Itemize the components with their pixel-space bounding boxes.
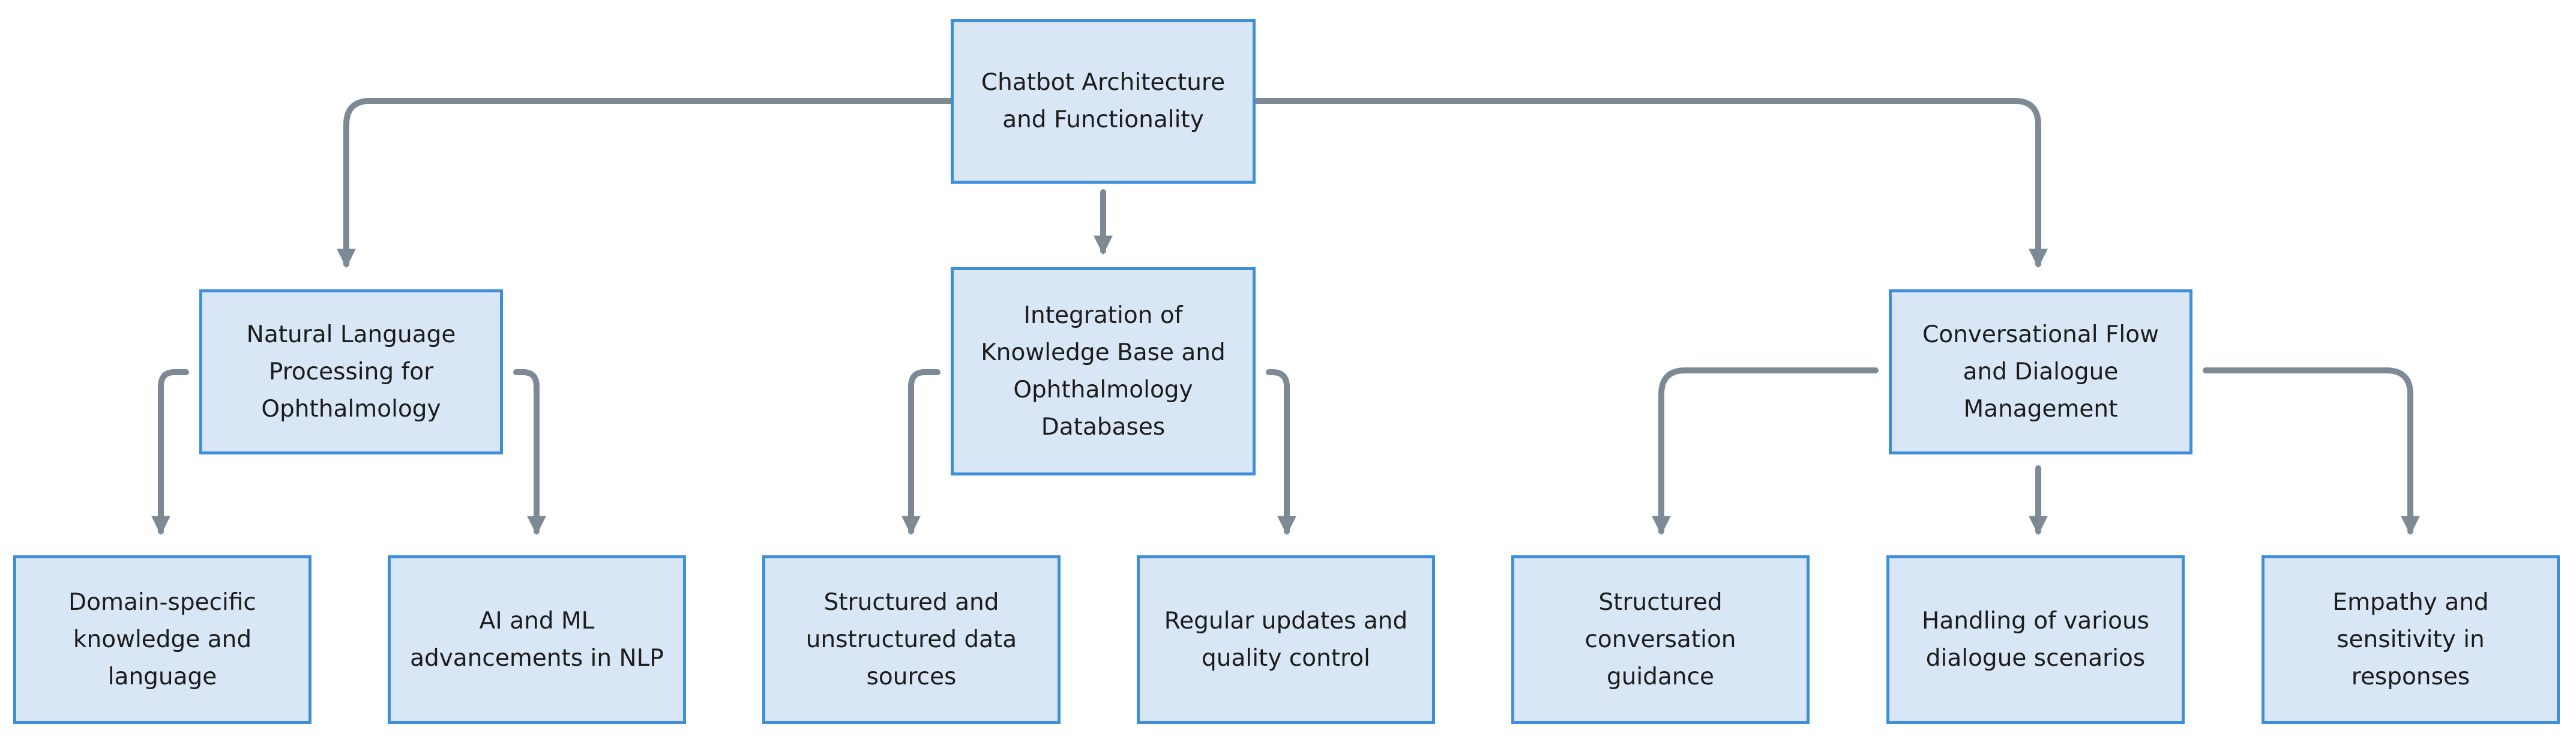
edge-kb-to-leaf-3 (901, 369, 940, 535)
leaf-node-domain-knowledge: Domain-specific knowledge and language (13, 555, 311, 724)
leaf-node-data-sources: Structured and unstructured data sources (762, 555, 1061, 724)
edge-conv-to-leaf-5 (1651, 367, 1879, 535)
branch-node-nlp: Natural Language Processing for Ophthalm… (199, 289, 503, 454)
edge-nlp-to-leaf-1 (151, 369, 189, 535)
edge-kb-to-leaf-4 (1266, 369, 1297, 535)
root-node: Chatbot Architecture and Functionality (951, 19, 1256, 184)
leaf-node-dialogue-scenarios: Handling of various dialogue scenarios (1886, 555, 2185, 724)
leaf-node-conversation-guidance: Structured conversation guidance (1511, 555, 1810, 724)
branch-node-knowledge-base: Integration of Knowledge Base and Ophtha… (951, 267, 1256, 475)
edge-root-to-nlp (336, 98, 954, 268)
edge-root-to-conv (1253, 98, 2048, 268)
leaf-node-updates-quality: Regular updates and quality control (1137, 555, 1435, 724)
edge-nlp-to-leaf-2 (513, 369, 547, 535)
edge-conv-to-leaf-7 (2203, 367, 2421, 535)
branch-node-conversational-flow: Conversational Flow and Dialogue Managem… (1889, 289, 2192, 454)
leaf-node-empathy: Empathy and sensitivity in responses (2262, 555, 2560, 724)
leaf-node-ai-ml-nlp: AI and ML advancements in NLP (388, 555, 686, 724)
